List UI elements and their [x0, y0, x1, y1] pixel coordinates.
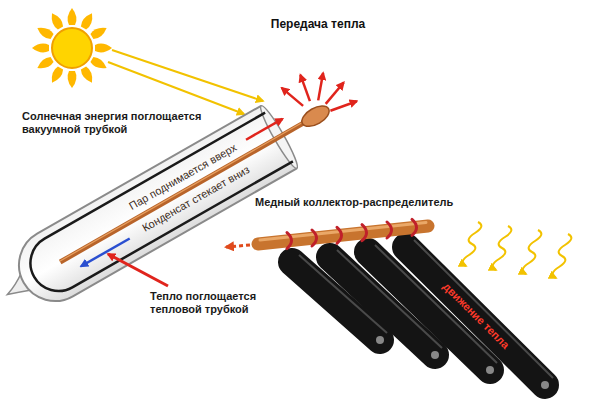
heat-absorb-arrow — [108, 254, 168, 286]
vapour-arrow — [246, 119, 282, 140]
heat-absorb-label: Тепло поглощается тепловой трубкой — [150, 290, 265, 316]
heat-release-arrows — [282, 73, 357, 111]
sunlight-ray — [112, 50, 263, 101]
heat-transfer-label: Передача тепла — [271, 17, 365, 31]
sun-icon — [32, 8, 112, 88]
hot-outflow-arrow — [226, 245, 250, 247]
sunlight-waves — [463, 222, 572, 278]
manifold-label: Медный коллектор-распределитель — [255, 196, 453, 209]
condenser-bulb — [298, 102, 332, 131]
collector-tubes — [292, 240, 553, 389]
copper-manifold — [258, 219, 428, 248]
absorption-label: Солнечная энергия поглощается вакуумной … — [22, 110, 222, 136]
